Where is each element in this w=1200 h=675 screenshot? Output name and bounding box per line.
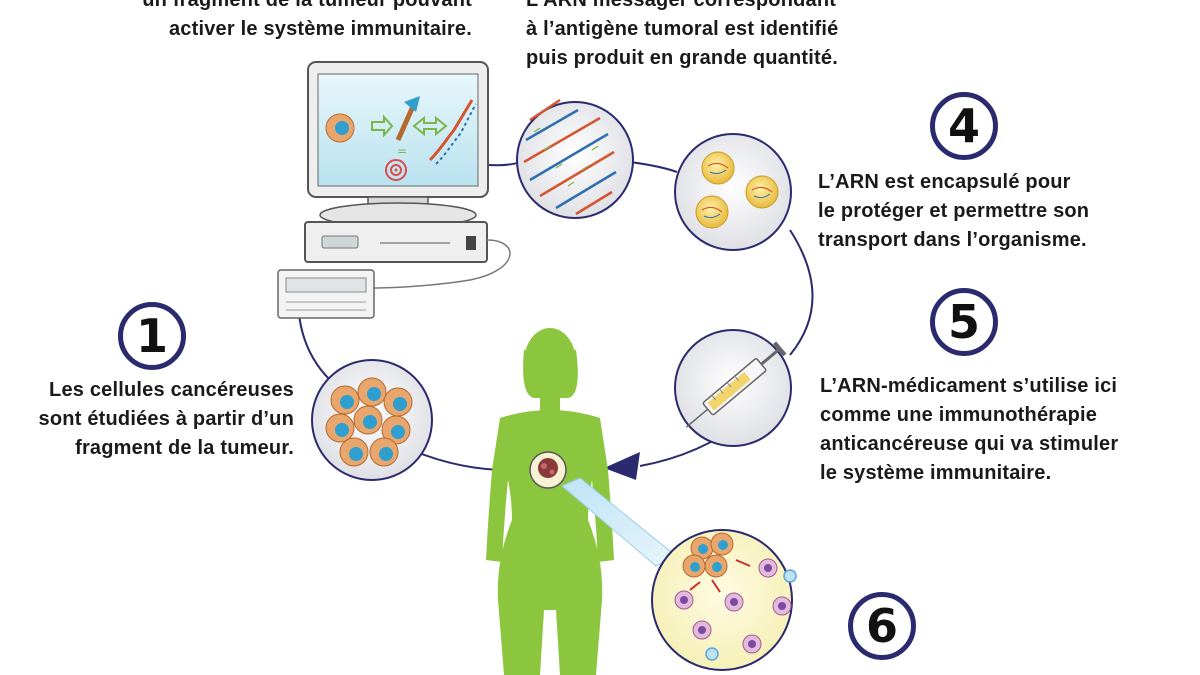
step2-line-2: activer le système immunitaire. xyxy=(168,18,472,40)
step1-line-3: fragment de la tumeur. xyxy=(75,437,294,459)
step4-line-1: L’ARN est encapsulé pour xyxy=(818,171,1071,193)
step4-text: L’ARN est encapsulé pour le protéger et … xyxy=(818,168,1089,255)
rna-strands-icon xyxy=(516,98,634,219)
step5-line-2: comme une immunothérapie xyxy=(820,404,1098,426)
woman-silhouette-icon xyxy=(486,328,614,675)
step1-line-2: sont étudiées à partir d’un xyxy=(38,408,294,430)
step5-line-3: anticancéreuse qui va stimuler xyxy=(820,433,1119,455)
lipid-nanoparticles-icon xyxy=(674,133,792,251)
tumor-site-icon xyxy=(529,451,567,489)
step3-line-2: à l’antigène tumoral est identifié xyxy=(526,18,839,40)
step3-line-3: puis produit en grande quantité. xyxy=(526,47,838,69)
step5-number: 5 xyxy=(930,288,998,356)
step5-text: L’ARN-médicament s’utilise ici comme une… xyxy=(820,372,1118,488)
step5-line-1: L’ARN-médicament s’utilise ici xyxy=(820,375,1118,397)
step1-line-1: Les cellules cancéreuses xyxy=(49,379,294,401)
step5-line-4: le système immunitaire. xyxy=(820,462,1052,484)
arrow-icon xyxy=(604,452,640,480)
step2-line-1: un fragment de la tumeur pouvant xyxy=(142,0,472,11)
svg-text:=: = xyxy=(397,144,407,158)
immune-cells-icon xyxy=(651,529,797,671)
step2-text: un fragment de la tumeur pouvant activer… xyxy=(142,0,472,44)
step3-line-1: L’ARN messager correspondant xyxy=(526,0,837,11)
computer-icon: = xyxy=(277,61,511,319)
syringe-icon xyxy=(674,329,792,447)
step4-line-3: transport dans l’organisme. xyxy=(818,229,1087,251)
step3-text: L’ARN messager correspondant à l’antigèn… xyxy=(526,0,838,73)
tumor-cells-icon xyxy=(311,359,433,481)
step1-number: 1 xyxy=(118,302,186,370)
step6-number: 6 xyxy=(848,592,916,660)
step4-line-2: le protéger et permettre son xyxy=(818,200,1090,222)
step1-text: Les cellules cancéreuses sont étudiées à… xyxy=(39,376,294,463)
step4-number: 4 xyxy=(930,92,998,160)
